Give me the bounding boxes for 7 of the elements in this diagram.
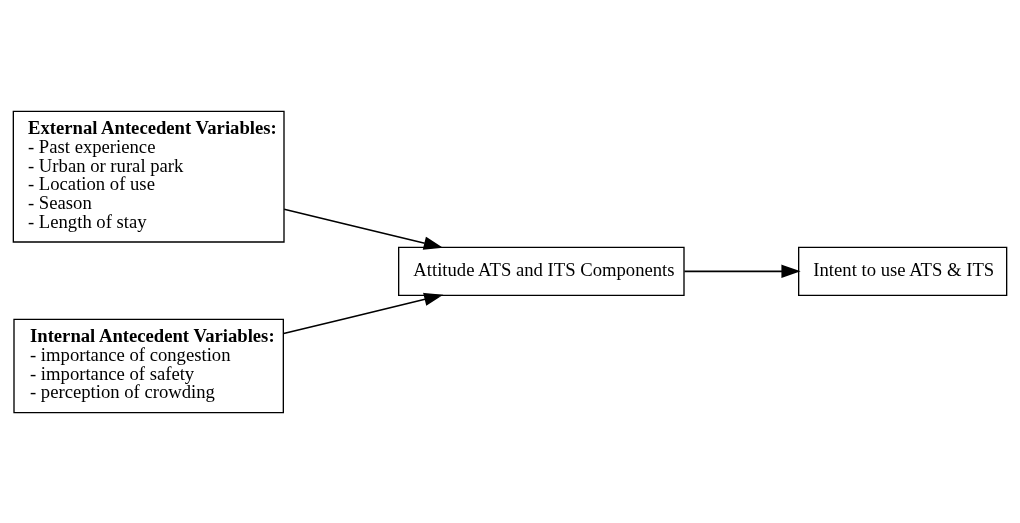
arrow [683, 264, 801, 278]
node-box: Intent to use ATS & ITS [798, 246, 1008, 296]
arrow [282, 292, 444, 334]
node-box: External Antecedent Variables: - Past experience - Urban or rural park - Location of use - Season - Length of stay [12, 110, 285, 243]
node-box: Attitude ATS and ITS Components [398, 246, 685, 296]
arrow [283, 207, 443, 250]
node-box: Internal Antecedent Variables: - importance of congestion - importance of safety - perception of crowding [13, 318, 284, 413]
